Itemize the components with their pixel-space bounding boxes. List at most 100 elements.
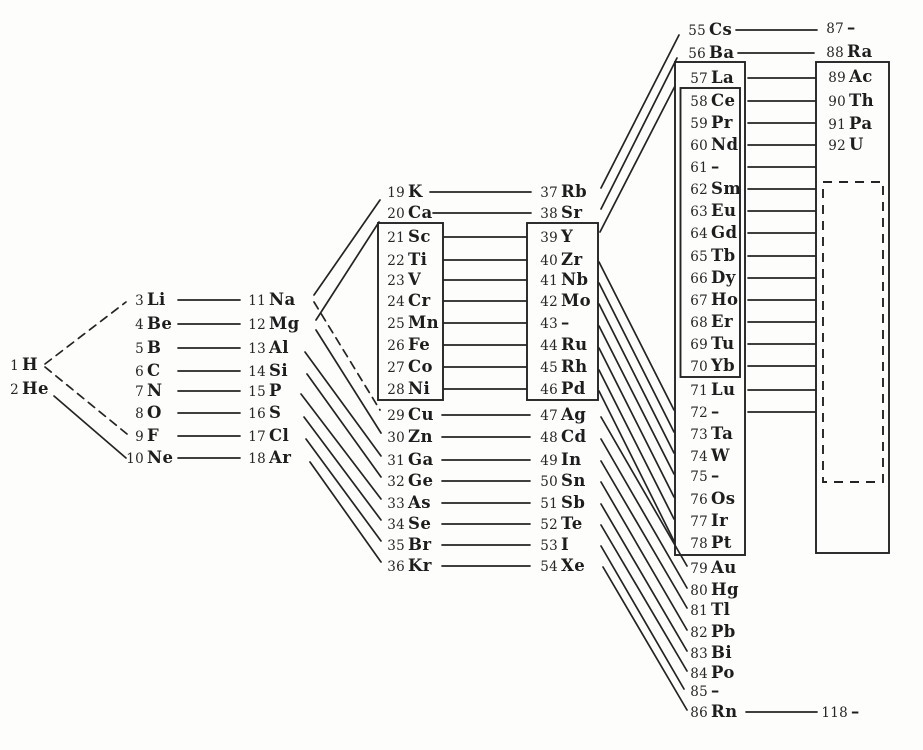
element-symbol: Ne <box>147 448 174 467</box>
element-symbol: Be <box>147 314 173 333</box>
element-symbol: – <box>711 402 720 421</box>
element-symbol: Eu <box>711 201 737 220</box>
element-symbol: Au <box>711 558 737 577</box>
atomic-number: 89 <box>828 70 846 86</box>
atomic-number: 52 <box>540 517 558 533</box>
atomic-number: 71 <box>690 383 708 399</box>
atomic-number: 30 <box>387 430 405 446</box>
element-label-43: 43– <box>534 313 570 334</box>
atomic-number: 63 <box>690 204 708 220</box>
element-symbol: Ru <box>561 335 588 354</box>
element-label-75: 75– <box>684 466 720 487</box>
atomic-number: 75 <box>690 469 708 485</box>
element-symbol: Zr <box>561 250 583 269</box>
element-symbol: Pd <box>561 379 586 398</box>
element-symbol: Gd <box>711 223 738 242</box>
atomic-number: 35 <box>387 538 405 554</box>
element-label-87: 87– <box>820 18 856 39</box>
element-symbol: Lu <box>711 380 736 399</box>
relation-line <box>600 57 678 210</box>
element-symbol: Rn <box>711 702 738 721</box>
atomic-number: 118 <box>821 705 848 721</box>
atomic-number: 78 <box>690 536 708 552</box>
element-label-72: 72– <box>684 402 720 423</box>
element-symbol: W <box>711 446 730 465</box>
dashed-relation-line <box>313 301 381 411</box>
element-symbol: Ga <box>408 450 434 469</box>
element-symbol: Sb <box>561 493 586 512</box>
atomic-number: 79 <box>690 561 708 577</box>
atomic-number: 87 <box>826 21 844 37</box>
element-symbol: Na <box>269 290 296 309</box>
atomic-number: 86 <box>690 705 708 721</box>
atomic-number: 49 <box>540 453 558 469</box>
atomic-number: 15 <box>248 384 266 400</box>
atomic-number: 53 <box>540 538 558 554</box>
element-symbol: Sn <box>561 471 586 490</box>
atomic-number: 3 <box>135 293 144 309</box>
element-symbol: S <box>269 403 282 422</box>
element-symbol: Rb <box>561 182 588 201</box>
element-symbol: Ar <box>269 448 292 467</box>
atomic-number: 68 <box>690 315 708 331</box>
element-symbol: Ho <box>711 290 739 309</box>
element-symbol: – <box>851 702 860 721</box>
atomic-number: 9 <box>135 429 144 445</box>
element-symbol: Cr <box>408 291 431 310</box>
relation-line <box>306 373 382 478</box>
relation-line <box>309 461 382 563</box>
element-symbol: Ir <box>711 511 729 530</box>
element-symbol: Pb <box>711 622 736 641</box>
atomic-number: 92 <box>828 138 846 154</box>
element-symbol: Pt <box>711 533 732 552</box>
atomic-number: 65 <box>690 249 708 265</box>
element-symbol: Xe <box>561 556 586 575</box>
element-symbol: Si <box>269 361 288 380</box>
relation-line <box>304 351 382 457</box>
atomic-number: 33 <box>387 496 405 512</box>
atomic-number: 64 <box>690 226 708 242</box>
ce-yb-lanthanide-box <box>679 87 741 378</box>
element-symbol: Dy <box>711 268 736 287</box>
atomic-number: 17 <box>248 429 266 445</box>
atomic-number: 45 <box>540 360 558 376</box>
relation-line <box>600 438 688 589</box>
atomic-number: 24 <box>387 294 405 310</box>
undiscovered-elements-dashed-box <box>822 181 884 483</box>
element-symbol: Ag <box>561 405 587 424</box>
atomic-number: 76 <box>690 492 708 508</box>
dashed-relation-line <box>44 366 128 435</box>
atomic-number: 47 <box>540 408 558 424</box>
atomic-number: 42 <box>540 294 558 310</box>
relation-line <box>599 85 676 233</box>
